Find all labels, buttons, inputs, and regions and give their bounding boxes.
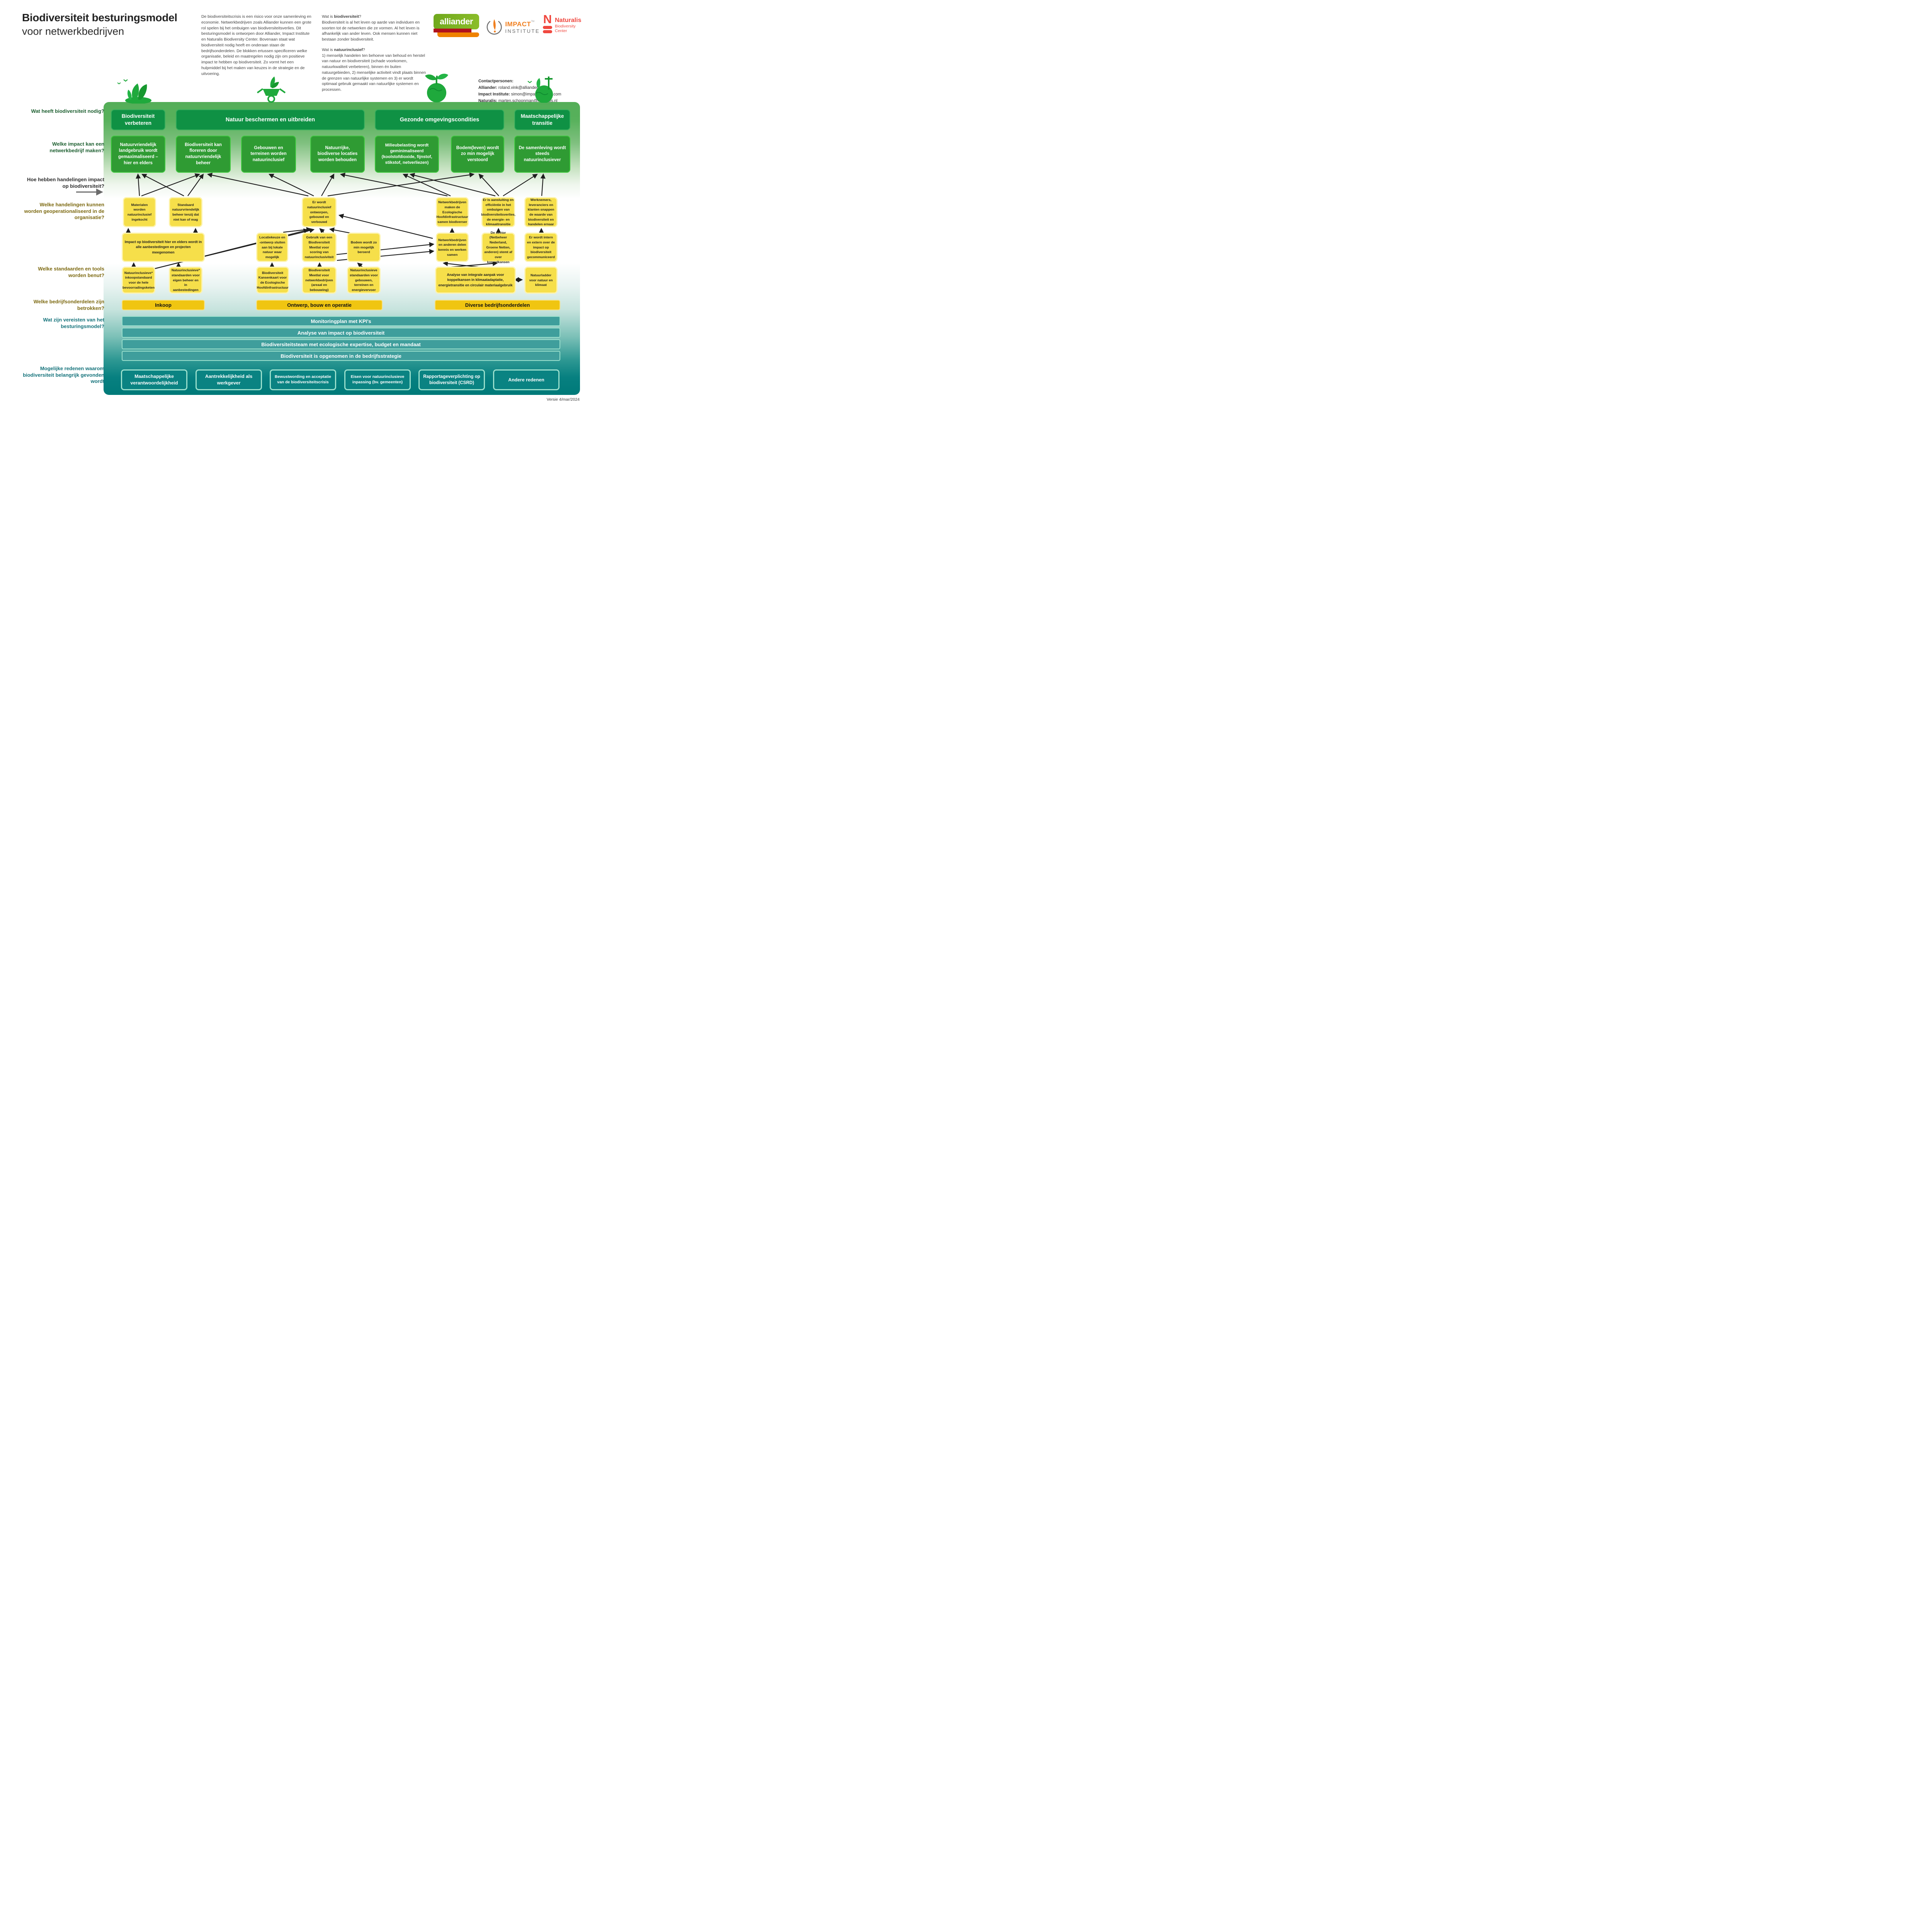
impact-institute-dial-icon bbox=[486, 19, 502, 35]
reason-box-andere-redenen: Andere redenen bbox=[493, 369, 560, 390]
label-mogelijke-redenen: Mogelijke redenen waarom biodiversiteit … bbox=[23, 366, 104, 384]
alliander-logo-orange-stripe bbox=[437, 32, 479, 37]
requirement-bar-bedrijfsstrategie: Biodiversiteit is opgenomen in de bedrij… bbox=[122, 351, 560, 361]
naturalis-wordmark: Naturalis bbox=[555, 17, 582, 24]
standard-box-inkoopstandaard: Natuurinclusieve* inkoopstandaard voor d… bbox=[122, 267, 155, 294]
impact-wordmark: IMPACT bbox=[505, 20, 531, 28]
action-box-aansluiting-efficientie: Er is aansluiting en efficiëntie in het … bbox=[481, 197, 515, 227]
naturalis-n-icon: N bbox=[543, 12, 552, 26]
label-welke-bedrijfsonderdelen: Welke bedrijfsonderdelen zijn betrokken? bbox=[33, 299, 104, 311]
action-box-bodem-beroerd: Bodem wordt zo min mogelijk beroerd bbox=[347, 233, 381, 262]
impact-box-landgebruik: Natuurvriendelijk landgebruik wordt gema… bbox=[111, 136, 165, 173]
action-box-sector-koppelkansen: De sector (Netbeheer Nederland, Groene N… bbox=[481, 231, 515, 264]
standard-box-meetlat: Biodiversiteit Meetlat voor netwerkbedri… bbox=[302, 267, 337, 294]
action-box-standaard-beheer: Standaard natuurvriendelijk beheer tenzi… bbox=[169, 197, 202, 227]
reason-box-rapportageverplichting: Rapportageverplichting op biodiversiteit… bbox=[418, 369, 485, 390]
alliander-logo-text: alliander bbox=[434, 14, 479, 29]
wheelbarrow-sprout-icon bbox=[257, 77, 286, 103]
naturalis-sub2: Center bbox=[555, 29, 567, 33]
impact-box-milieubelasting: Milieubelasting wordt geminimaliseerd (k… bbox=[375, 136, 439, 173]
contacts-heading: Contactpersonen: bbox=[478, 79, 514, 83]
label-vereisten-besturingsmodel: Wat zijn vereisten van het besturingsmod… bbox=[43, 317, 104, 329]
impact-box-bodemleven: Bodem(leven) wordt zo min mogelijk verst… bbox=[451, 136, 504, 173]
unit-bar-inkoop: Inkoop bbox=[122, 300, 205, 310]
intro-text: De biodiversiteitscrisis is een risico v… bbox=[201, 15, 311, 76]
definitions-paragraph: Wat is biodiversiteit?Biodiversiteit is … bbox=[322, 14, 429, 98]
standard-box-eigen-beheer: Natuurinclusieve* standaarden voor eigen… bbox=[169, 267, 202, 294]
label-wat-heeft-biodiversiteit-nodig: Wat heeft biodiversiteit nodig? bbox=[31, 108, 104, 114]
action-box-werknemers: Werknemers, leveranciers en klanten snap… bbox=[524, 197, 558, 227]
impact-tm-mark: TM bbox=[531, 20, 534, 23]
action-box-impact-aanbestedingen: Impact op biodiversiteit hier en elders … bbox=[122, 233, 205, 262]
need-box-natuur-beschermen: Natuur beschermen en uitbreiden bbox=[176, 109, 365, 130]
standard-box-integrale-aanpak: Analyse van integrale aanpak voor koppel… bbox=[435, 267, 516, 294]
reason-box-verantwoordelijkheid: Maatschappelijke verantwoordelijkheid bbox=[121, 369, 187, 390]
page-title: Biodiversiteit besturingsmodel bbox=[22, 12, 177, 24]
need-box-maatschappelijke-transitie: Maatschappelijke transitie bbox=[514, 109, 570, 130]
label-hoe-hebben-handelingen-impact: Hoe hebben handelingen impact op biodive… bbox=[27, 177, 104, 189]
action-box-locatiekeuze: Locatiekeuze en -ontwerp sluiten aan bij… bbox=[256, 233, 288, 262]
infographic-page: Biodiversiteit besturingsmodel voor netw… bbox=[0, 0, 594, 414]
page-subtitle: voor netwerkbedrijven bbox=[22, 26, 124, 37]
contact-line: Alliander: roland.vink@alliander.com bbox=[478, 85, 547, 90]
unit-bar-ontwerp-bouw-operatie: Ontwerp, bouw en operatie bbox=[256, 300, 383, 310]
action-box-meetlat-scoring: Gebruik van een Biodiversiteit Meetlat v… bbox=[302, 233, 337, 262]
action-box-ecologische-hoofdinfrastructuur: Netwerkbedrijven maken de Ecologische Ho… bbox=[436, 197, 469, 227]
standard-box-gebouwen-terreinen: Natuurinclusieve standaarden voor gebouw… bbox=[347, 267, 381, 294]
alliander-logo: alliander bbox=[434, 14, 479, 38]
need-box-biodiversiteit-verbeteren: Biodiversiteit verbeteren bbox=[111, 109, 165, 130]
reason-box-bewustwording: Bewustwording en acceptatie van de biodi… bbox=[270, 369, 336, 390]
intro-paragraph: De biodiversiteitscrisis is een risico v… bbox=[201, 14, 314, 82]
impact-box-samenleving: De samenleving wordt steeds natuurinclus… bbox=[514, 136, 570, 173]
impact-box-gebouwen: Gebouwen en terreinen worden natuurinclu… bbox=[241, 136, 296, 173]
requirement-bar-monitoringplan: Monitoringplan met KPI's bbox=[122, 316, 560, 326]
standard-box-natuurladder: Natuurladder voor natuur en klimaat bbox=[524, 267, 558, 294]
institute-wordmark: INSTITUTE bbox=[505, 28, 540, 34]
action-box-communicatie: Er wordt intern en extern over de impact… bbox=[524, 233, 558, 262]
globe-sprout-icon bbox=[425, 73, 448, 102]
version-label: Versie 4/mar/2024 bbox=[546, 397, 580, 402]
definition-biodiversiteit: Wat is biodiversiteit?Biodiversiteit is … bbox=[322, 15, 420, 42]
requirement-bar-biodiversiteitsteam: Biodiversiteitsteam met ecologische expe… bbox=[122, 339, 560, 349]
naturalis-bar-icon bbox=[543, 26, 552, 29]
impact-box-floreren: Biodiversiteit kan floreren door natuurv… bbox=[176, 136, 231, 173]
unit-bar-diverse-bedrijfsonderdelen: Diverse bedrijfsonderdelen bbox=[435, 300, 560, 310]
reason-box-werkgever: Aantrekkelijkheid als werkgever bbox=[196, 369, 262, 390]
label-welke-standaarden: Welke standaarden en tools worden benut? bbox=[38, 266, 104, 278]
plants-and-birds-icon bbox=[117, 79, 151, 104]
requirement-bar-analyse-impact: Analyse van impact op biodiversiteit bbox=[122, 328, 560, 338]
action-box-natuurinclusief-ontworpen: Er wordt natuurinclusief ontworpen, gebo… bbox=[302, 197, 337, 227]
standard-box-kansenkaart: Biodiversiteit Kansenkaart voor de Ecolo… bbox=[256, 267, 289, 294]
alliander-logo-red-stripe bbox=[434, 29, 471, 32]
naturalis-logo: N Naturalis Biodiversity Center bbox=[543, 12, 585, 39]
naturalis-sub1: Biodiversity bbox=[555, 24, 576, 29]
need-box-gezonde-omgevingscondities: Gezonde omgevingscondities bbox=[375, 109, 504, 130]
action-box-materialen: Materialen worden natuurinclusief ingeko… bbox=[123, 197, 156, 227]
naturalis-bar-icon bbox=[543, 30, 552, 33]
label-welke-handelingen: Welke handelingen kunnen worden geoperat… bbox=[24, 202, 104, 221]
globe-tools-bird-icon bbox=[527, 77, 553, 103]
impact-institute-logo: IMPACTTM INSTITUTE bbox=[486, 15, 540, 39]
action-box-kennis-delen: Netwerkbedrijven en anderen delen kennis… bbox=[436, 233, 469, 262]
label-welke-impact: Welke impact kan een netwerkbedrijf make… bbox=[49, 141, 104, 153]
impact-box-locaties: Natuurrijke, biodiverse locaties worden … bbox=[310, 136, 365, 173]
definition-natuurinclusief: Wat is natuurinclusief?1) menselijk hand… bbox=[322, 48, 426, 92]
reason-box-eisen-inpassing: Eisen voor natuurinclusieve inpassing (b… bbox=[344, 369, 411, 390]
